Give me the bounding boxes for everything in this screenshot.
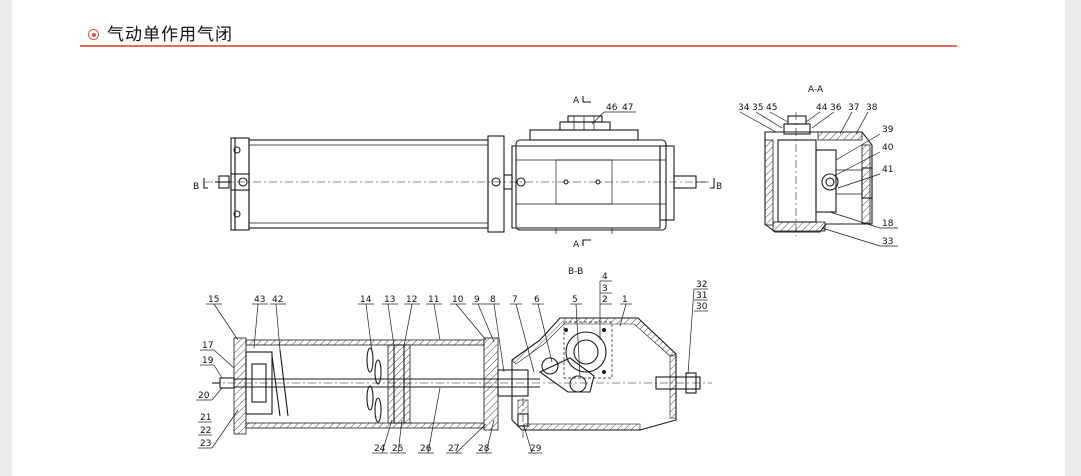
callout-44: 44 xyxy=(816,103,828,113)
callout-23: 23 xyxy=(200,439,211,449)
callout-22: 22 xyxy=(200,426,211,436)
callout-38: 38 xyxy=(866,103,878,113)
callout-30: 30 xyxy=(696,302,708,312)
callout-10: 10 xyxy=(452,295,464,305)
callout-25: 25 xyxy=(392,444,403,454)
callout-36: 36 xyxy=(830,103,842,113)
callout-1: 1 xyxy=(622,295,628,305)
callout-32: 32 xyxy=(696,280,707,290)
callout-31: 31 xyxy=(696,291,707,301)
mark-b-left: B xyxy=(193,182,199,192)
section-bb-label: B-B xyxy=(568,267,583,277)
callout-45: 45 xyxy=(766,103,777,113)
callout-18: 18 xyxy=(882,219,894,229)
page-panel xyxy=(12,0,1065,476)
callout-42: 42 xyxy=(272,295,283,305)
callout-11: 11 xyxy=(428,295,439,305)
callout-7: 7 xyxy=(512,295,518,305)
title-underline xyxy=(80,45,957,47)
callout-8: 8 xyxy=(490,295,496,305)
callout-5: 5 xyxy=(572,295,578,305)
bb-callouts: 15 43 42 14 13 12 11 10 9 8 7 6 5 4 3 2 … xyxy=(196,272,708,454)
callout-24: 24 xyxy=(374,444,386,454)
callout-26: 26 xyxy=(420,444,432,454)
section-aa-view xyxy=(764,112,873,236)
callout-39: 39 xyxy=(882,125,894,135)
callout-20: 20 xyxy=(198,391,210,401)
external-view xyxy=(203,96,715,246)
section-title: 气动单作用气闭 xyxy=(107,25,233,45)
callout-28: 28 xyxy=(478,444,490,454)
callout-40: 40 xyxy=(882,143,894,153)
section-bb-view xyxy=(212,317,712,440)
bullet-icon xyxy=(88,29,99,40)
callout-19: 19 xyxy=(202,356,214,366)
callout-29: 29 xyxy=(530,444,542,454)
callout-6: 6 xyxy=(534,295,540,305)
mark-a-top: A xyxy=(573,96,580,106)
callout-43: 43 xyxy=(254,295,265,305)
callout-41: 41 xyxy=(882,165,893,175)
aa-callouts: 34 35 45 44 36 37 38 39 40 41 18 33 xyxy=(738,103,898,247)
callout-4: 4 xyxy=(602,272,608,282)
callout-21: 21 xyxy=(200,413,211,423)
callout-14: 14 xyxy=(360,295,372,305)
callout-13: 13 xyxy=(384,295,395,305)
callout-3: 3 xyxy=(602,284,608,294)
callout-9: 9 xyxy=(474,295,480,305)
callout-37: 37 xyxy=(848,103,859,113)
callout-27: 27 xyxy=(448,444,459,454)
mark-a-bottom: A xyxy=(573,240,580,250)
callout-12: 12 xyxy=(406,295,417,305)
mark-b-right: B xyxy=(716,182,722,192)
callout-17: 17 xyxy=(202,341,213,351)
callout-35: 35 xyxy=(752,103,763,113)
callout-47: 47 xyxy=(622,103,633,113)
callout-33: 33 xyxy=(882,237,893,247)
callout-2: 2 xyxy=(602,295,608,305)
callout-46: 46 xyxy=(606,103,618,113)
callout-15: 15 xyxy=(208,295,219,305)
section-aa-label: A-A xyxy=(808,85,824,95)
callout-34: 34 xyxy=(738,103,750,113)
